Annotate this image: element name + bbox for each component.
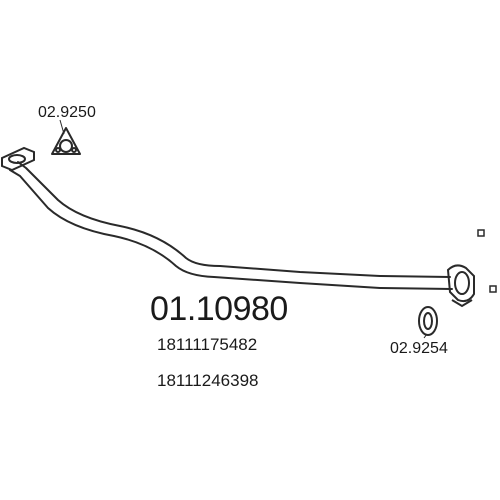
flange-gasket-label: 02.9250 (38, 104, 96, 121)
outlet-flange (446, 264, 475, 308)
ring-gasket-icon (418, 306, 438, 336)
flange-gasket-icon (51, 127, 81, 155)
ring-gasket-label: 02.9254 (390, 340, 448, 357)
edge-markers (477, 229, 497, 293)
oem-number-2: 18111246398 (157, 371, 259, 390)
main-part-number: 01.10980 (150, 290, 288, 328)
leader-lines (59, 119, 428, 339)
oem-number-1: 18111175482 (157, 335, 258, 354)
exhaust-pipe (9, 161, 453, 290)
inlet-flange (1, 146, 35, 172)
